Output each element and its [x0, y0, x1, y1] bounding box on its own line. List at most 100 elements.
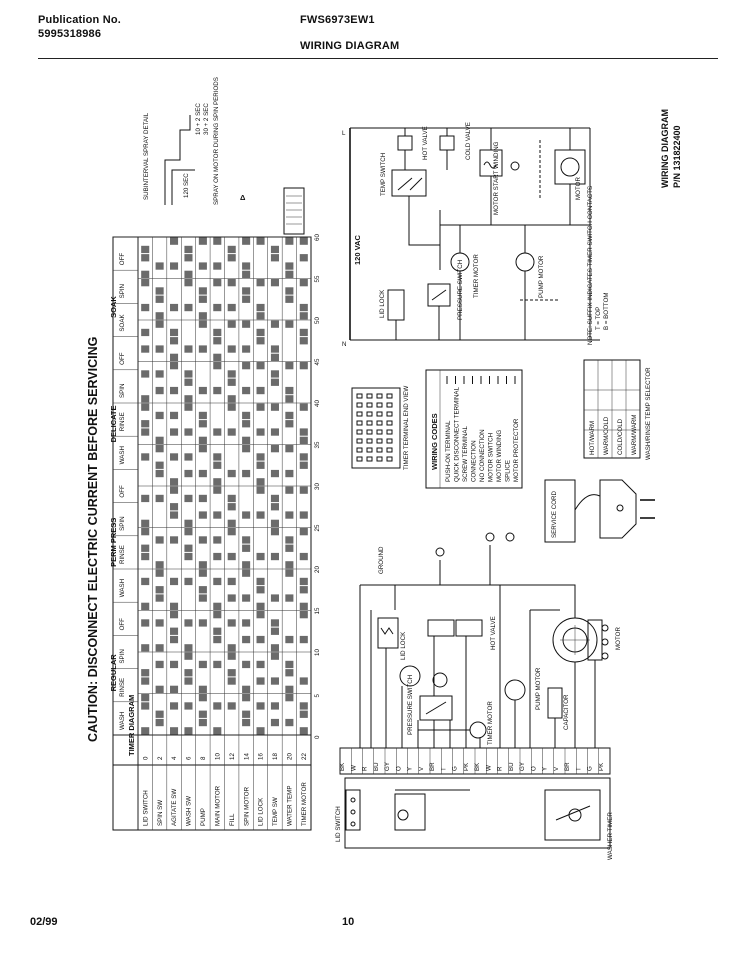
contact-bar: [198, 436, 207, 444]
contact-bar: [170, 386, 179, 395]
contact-bar: [213, 511, 222, 519]
contact-bar: [170, 353, 179, 361]
motor-start-label: MOTOR START WINDING: [493, 141, 500, 215]
contact-bar: [299, 586, 308, 594]
contact-bar: [155, 594, 164, 602]
contact-bar: [270, 320, 279, 328]
contact-bar: [170, 602, 179, 610]
contact-bar: [141, 370, 150, 378]
contact-bar: [299, 461, 308, 469]
contact-bar: [299, 328, 308, 337]
contact-bar: [141, 694, 150, 702]
contact-bar: [213, 552, 222, 561]
svg-text:L: L: [342, 130, 346, 137]
step-header: SPIN: [119, 516, 126, 530]
contact-bar: [270, 644, 279, 652]
wire-label: T: [575, 767, 582, 771]
circuit-label: LID SWITCH: [142, 790, 149, 826]
wiring-code-item: MOTOR WINDING: [496, 430, 503, 482]
terminal-pin: [356, 447, 363, 453]
contact-bar: [256, 279, 265, 287]
temp-switch-component: [399, 665, 421, 687]
contact-bar: [270, 528, 279, 536]
contact-bar: [299, 362, 308, 370]
step-header: SPIN: [119, 284, 126, 298]
contact-bar: [256, 303, 265, 312]
svg-text:CAPACITOR: CAPACITOR: [563, 694, 570, 730]
wire-label: PK: [598, 762, 605, 771]
contact-bar: [184, 494, 193, 503]
contact-bar: [184, 619, 193, 627]
wash-temp-title: WASH/RINSE TEMP SELECTOR: [645, 367, 652, 460]
contact-bar: [141, 279, 150, 287]
contact-bar: [299, 635, 308, 644]
contact-bar: [213, 353, 222, 361]
contact-bar: [227, 494, 236, 503]
contact-bar: [198, 295, 207, 303]
contact-bar: [198, 420, 207, 428]
wire-label: BK: [339, 762, 346, 771]
circuit-number: 8: [200, 756, 207, 760]
contact-bar: [141, 669, 150, 677]
svg-text:N: N: [342, 341, 346, 348]
part-number: P/N 131822400: [672, 125, 682, 188]
contact-bar: [155, 644, 164, 652]
contact-bar: [184, 519, 193, 527]
spin-legend-box: [283, 187, 305, 235]
contact-bar: [155, 411, 164, 420]
terminal-pin: [386, 429, 393, 435]
contact-bar: [141, 345, 150, 353]
contact-bar: [141, 428, 150, 436]
timer-switch-cam: [544, 789, 601, 841]
contact-bar: [285, 561, 294, 569]
contact-bar: [242, 445, 251, 453]
contact-bar: [256, 727, 265, 735]
contact-bar: [299, 303, 308, 312]
wiring-code-item: SCREW TERMINAL: [462, 426, 469, 482]
circuit-label: TEMP SW: [272, 797, 279, 826]
contact-bar: [299, 312, 308, 320]
contact-bar: [141, 619, 150, 627]
page-number: 10: [342, 916, 355, 928]
contact-bar: [184, 727, 193, 735]
terminal-pin: [386, 420, 393, 426]
contact-bar: [170, 727, 179, 735]
circuit-label: TIMER MOTOR: [301, 782, 308, 826]
contact-bar: [141, 303, 150, 312]
contact-bar: [170, 702, 179, 710]
contact-bar: [242, 436, 251, 444]
contact-bar: [242, 345, 251, 353]
contact-bar: [198, 594, 207, 602]
contact-bar: [184, 303, 193, 312]
contact-bar: [299, 602, 308, 610]
step-header: OFF: [119, 253, 126, 266]
footer-date: 02/99: [30, 916, 58, 928]
pump-motor-symbol: [515, 252, 535, 272]
contact-bar: [198, 237, 207, 245]
circuit-label: SPIN SW: [157, 800, 164, 826]
terminal-pin: [386, 402, 393, 408]
contact-bar: [141, 494, 150, 503]
circuit-label: LID LOCK: [258, 797, 265, 826]
spray-waveform: [164, 115, 191, 205]
contact-bar: [141, 395, 150, 403]
circuit-label: SPIN MOTOR: [243, 786, 250, 826]
spray-detail-title: SUBINTERVAL SPRAY DETAIL: [143, 112, 150, 200]
contact-bar: [198, 411, 207, 420]
lid-lock-component: [377, 617, 399, 649]
contact-bar: [285, 469, 294, 478]
hot-valve-coil: [397, 135, 413, 151]
contact-bar: [141, 519, 150, 527]
cold-valve-coil: [439, 135, 455, 151]
contact-bar: [170, 337, 179, 345]
wire-run: [499, 584, 576, 618]
contact-bar: [227, 677, 236, 685]
contact-bar: [198, 619, 207, 627]
step-header: RINSE: [119, 412, 126, 431]
ladder-schematic: 120 VAC L N HOT VALVE COLD VALVE TEMP SW…: [342, 109, 682, 348]
contact-bar: [227, 503, 236, 511]
circuit-label: FILL: [229, 813, 236, 826]
time-tick-label: 20: [314, 566, 321, 573]
terminal-pin: [376, 420, 383, 426]
